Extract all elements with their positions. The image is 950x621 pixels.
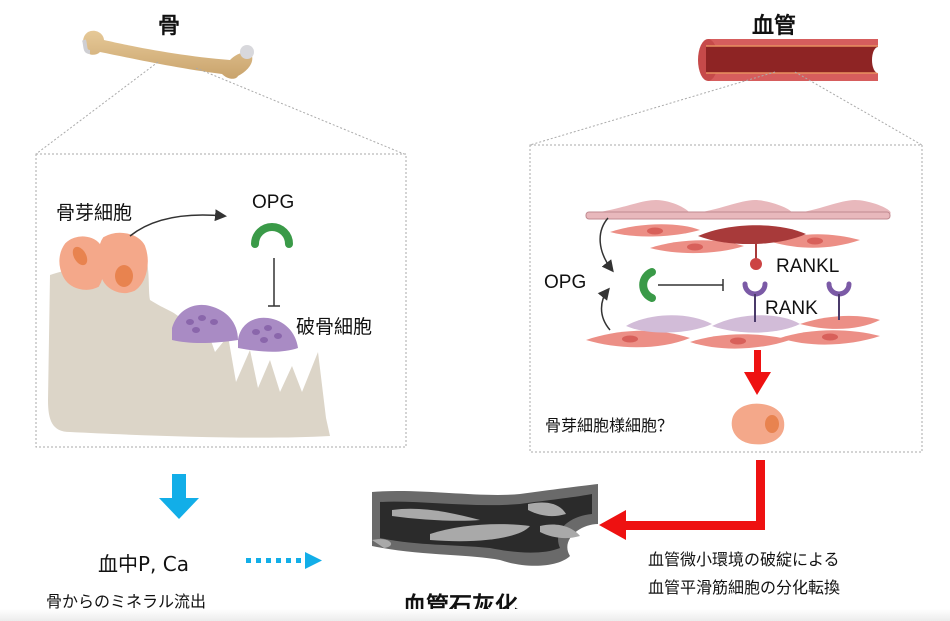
mineral-outflow-label: 骨からのミネラル流出 bbox=[46, 592, 207, 611]
zoom-guide-lines bbox=[35, 61, 923, 155]
opg-inhibition-line bbox=[658, 279, 724, 291]
vessel-explanation-line2: 血管平滑筋細胞の分化転換 bbox=[648, 578, 841, 597]
femur-bone-icon bbox=[82, 30, 254, 79]
secretion-arrow bbox=[129, 209, 227, 237]
osteoclast-cells bbox=[172, 304, 298, 352]
differentiation-arrow bbox=[744, 350, 771, 395]
bone-matrix bbox=[48, 258, 330, 438]
cell-nuclei bbox=[622, 227, 838, 345]
opg-secretion-arrow-bottom bbox=[597, 287, 611, 331]
osteoblast-label: 骨芽細胞 bbox=[56, 202, 133, 224]
opg-protein-icon-vessel bbox=[639, 268, 656, 302]
osteoclast-label: 破骨細胞 bbox=[296, 316, 373, 338]
rank-receptor-icon bbox=[742, 281, 852, 322]
activated-smooth-muscle-cell bbox=[698, 225, 806, 245]
vessel-section-title: 血管 bbox=[752, 14, 797, 39]
osteoblast-cells bbox=[59, 232, 148, 294]
vessel-to-calcification-arrow bbox=[599, 460, 765, 540]
bottom-edge-shadow bbox=[0, 609, 950, 621]
bone-detail-panel bbox=[35, 153, 407, 448]
opg-protein-icon bbox=[251, 223, 293, 248]
mineral-down-arrow bbox=[159, 474, 199, 519]
vessel-explanation-line1: 血管微小環境の破綻による bbox=[648, 550, 840, 569]
rankl-label: RANKL bbox=[776, 256, 840, 277]
osteoblast-like-cell bbox=[731, 403, 785, 445]
osteogenic-cells bbox=[626, 315, 800, 333]
opg-secretion-arrow-top bbox=[599, 217, 614, 273]
opg-label-vessel: OPG bbox=[544, 272, 587, 293]
inhibition-line bbox=[268, 258, 280, 307]
rankl-ligand-icon bbox=[750, 238, 762, 270]
bone-section-title: 骨 bbox=[158, 14, 181, 39]
vessel-detail-panel bbox=[529, 144, 923, 453]
osteoblast-like-cell-label: 骨芽細胞様細胞？ bbox=[545, 416, 674, 435]
calcified-vessel-image bbox=[360, 484, 598, 566]
rank-label: RANK bbox=[765, 298, 818, 319]
opg-label-bone: OPG bbox=[252, 192, 295, 213]
blood-vessel-icon bbox=[698, 39, 884, 81]
mineral-dotted-arrow bbox=[246, 552, 322, 569]
endothelial-cell-layer bbox=[585, 200, 891, 220]
blood-p-ca-label: 血中P, Ca bbox=[98, 552, 189, 576]
